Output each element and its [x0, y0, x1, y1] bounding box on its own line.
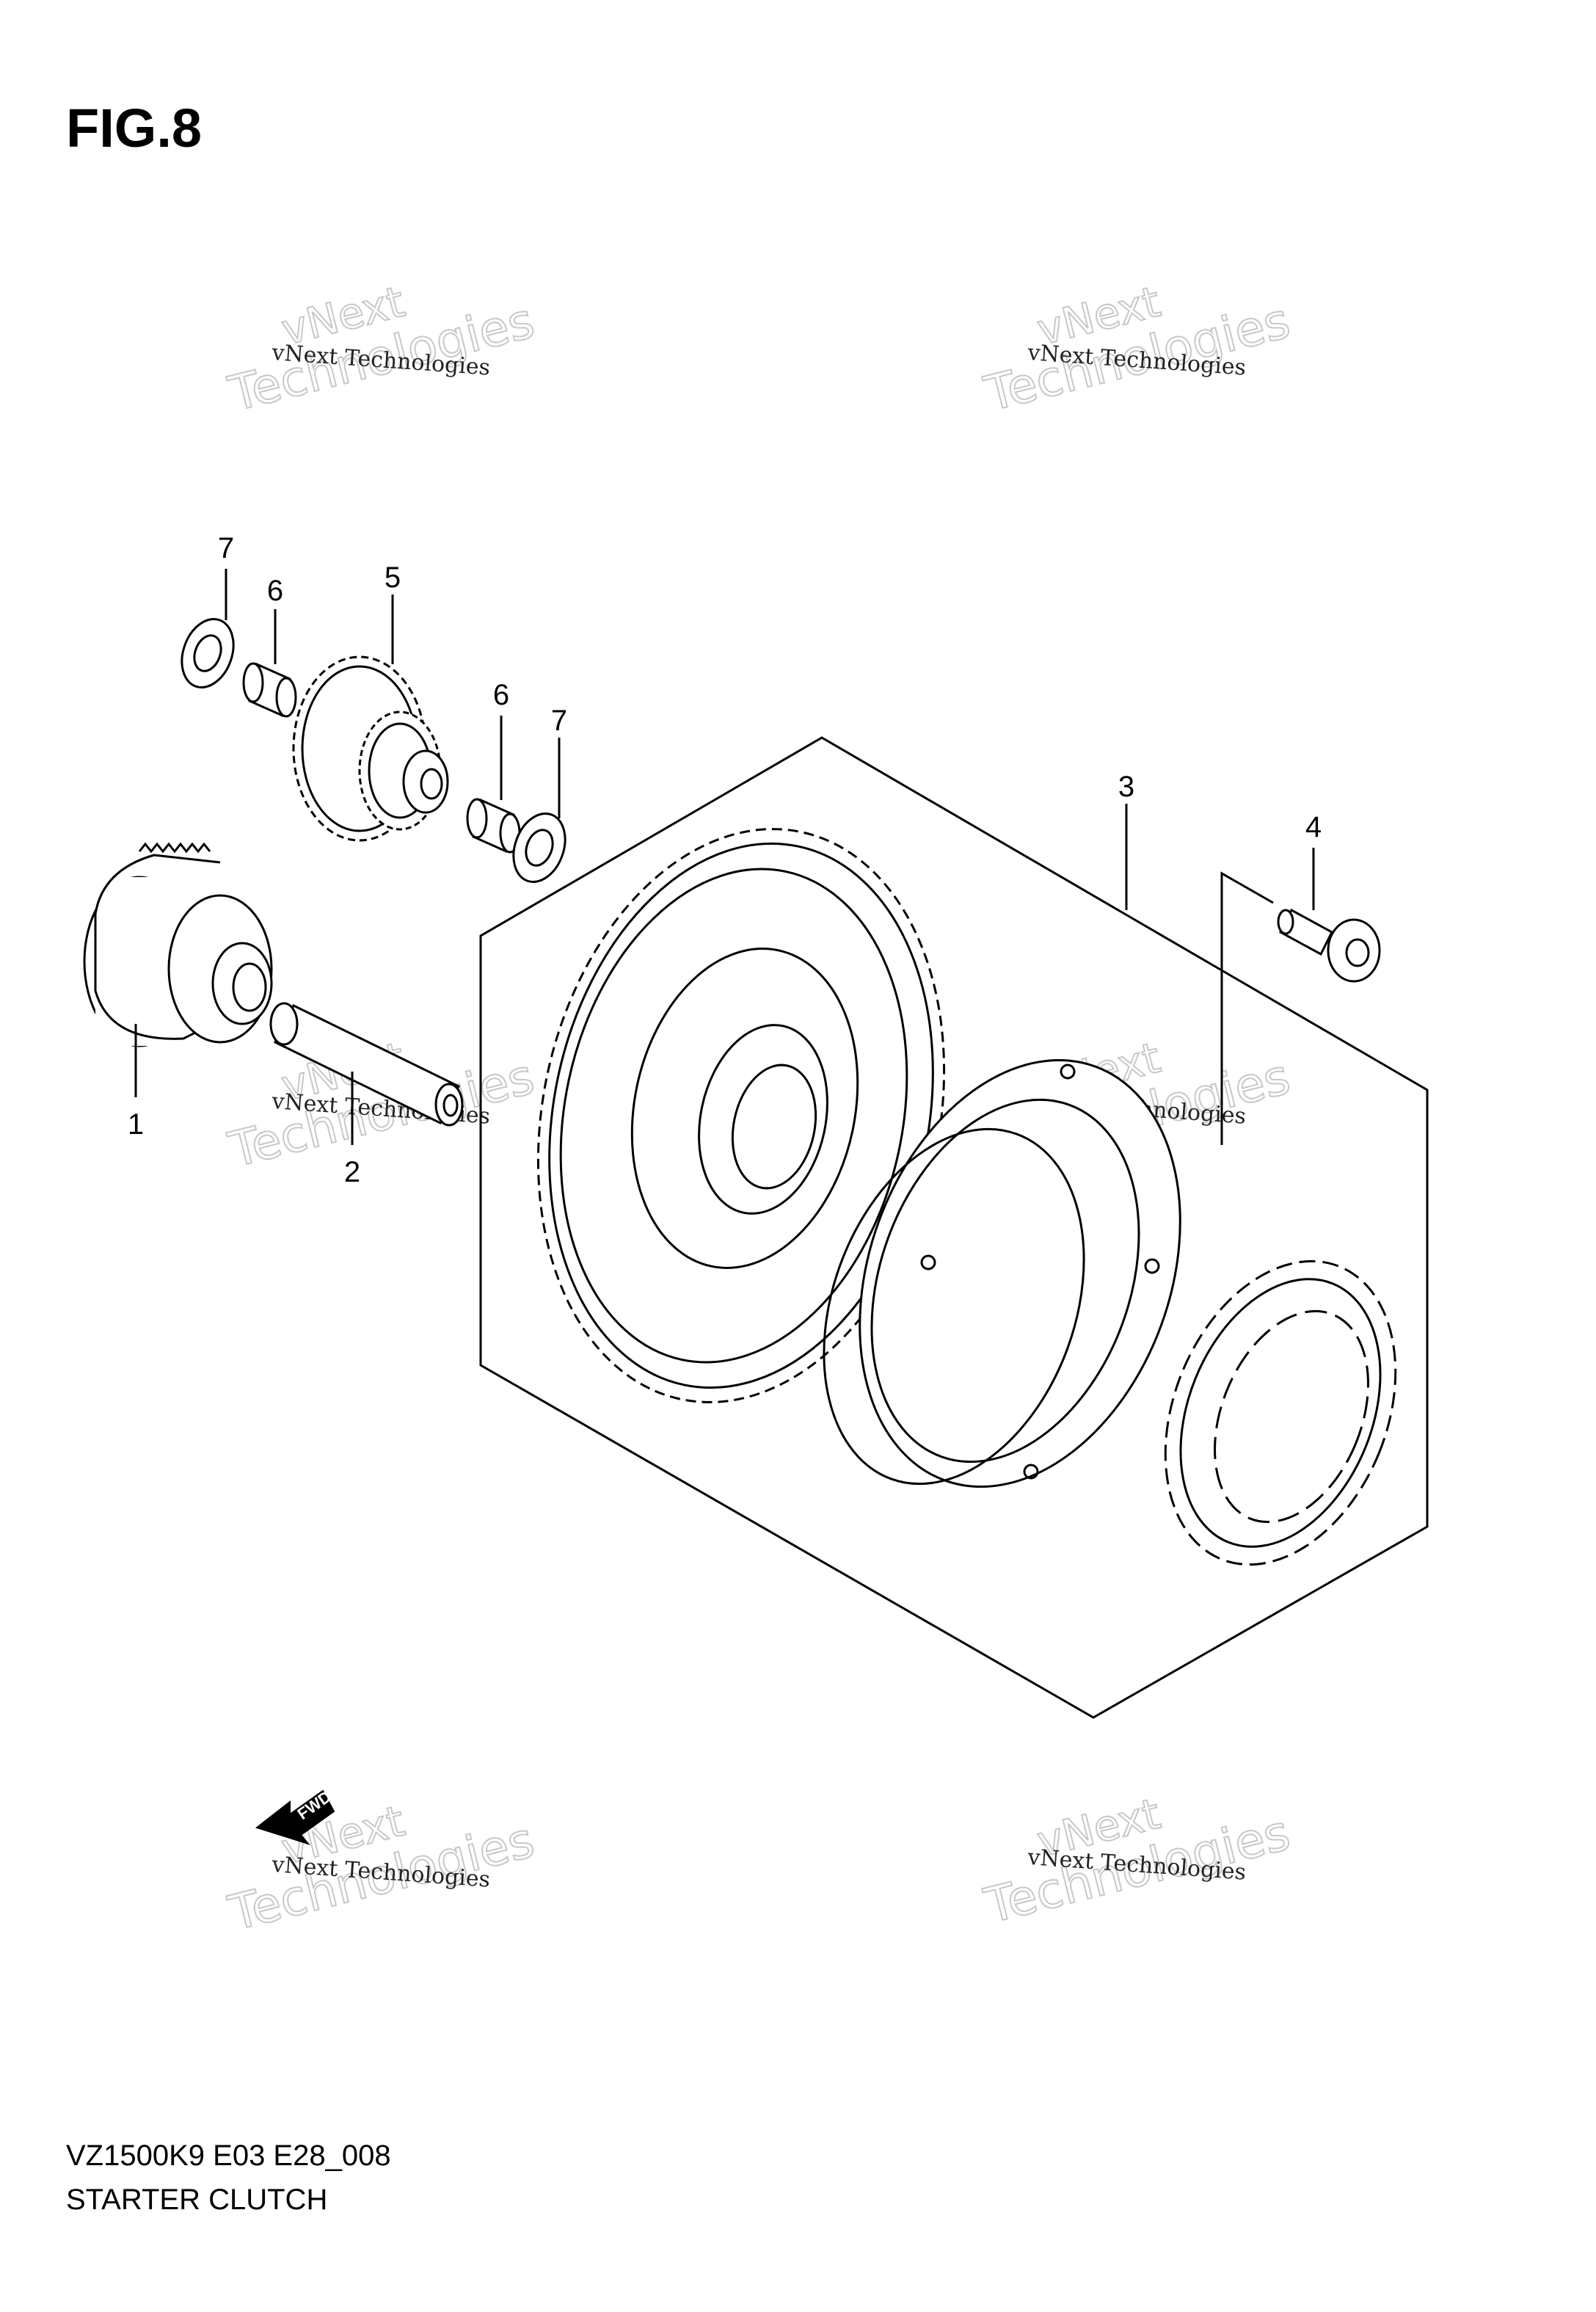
part-2-shaft	[269, 1002, 464, 1127]
part-7-washer-left	[181, 618, 235, 688]
figure-title: FIG.8	[66, 98, 202, 159]
part-1-idle-sleeve	[83, 842, 273, 1047]
figure-name: STARTER CLUTCH	[66, 2184, 327, 2216]
callout-2: 2	[344, 1156, 360, 1188]
callout-3: 3	[1118, 771, 1134, 803]
callout-6a: 6	[267, 575, 283, 607]
callout-6b: 6	[493, 679, 509, 711]
part-4-bolt	[1277, 908, 1381, 983]
bolt-bracket-line	[1220, 871, 1274, 1145]
callout-5: 5	[385, 561, 401, 594]
part-5-double-gear	[292, 655, 449, 842]
figure-code: VZ1500K9 E03 E28_008	[66, 2140, 391, 2172]
callout-7a: 7	[218, 532, 234, 564]
watermark-top-left: Technologies vNext vNext Technologies	[222, 276, 540, 423]
callout-1: 1	[128, 1108, 144, 1141]
part-6-bushing-right	[466, 798, 521, 854]
callout-4: 4	[1305, 811, 1322, 843]
part-7-washer-right	[512, 813, 566, 883]
watermark-top-right: Technologies vNext vNext Technologies	[978, 276, 1296, 423]
part-6-bushing-left	[242, 662, 297, 718]
part-one-way-clutch	[1164, 1259, 1397, 1566]
watermark-bottom-right: Technologies vNext vNext Technologies	[978, 1788, 1296, 1935]
assembly-outline	[479, 736, 1429, 1719]
part-clutch-housing	[823, 1059, 1181, 1488]
callout-7b: 7	[551, 705, 567, 737]
